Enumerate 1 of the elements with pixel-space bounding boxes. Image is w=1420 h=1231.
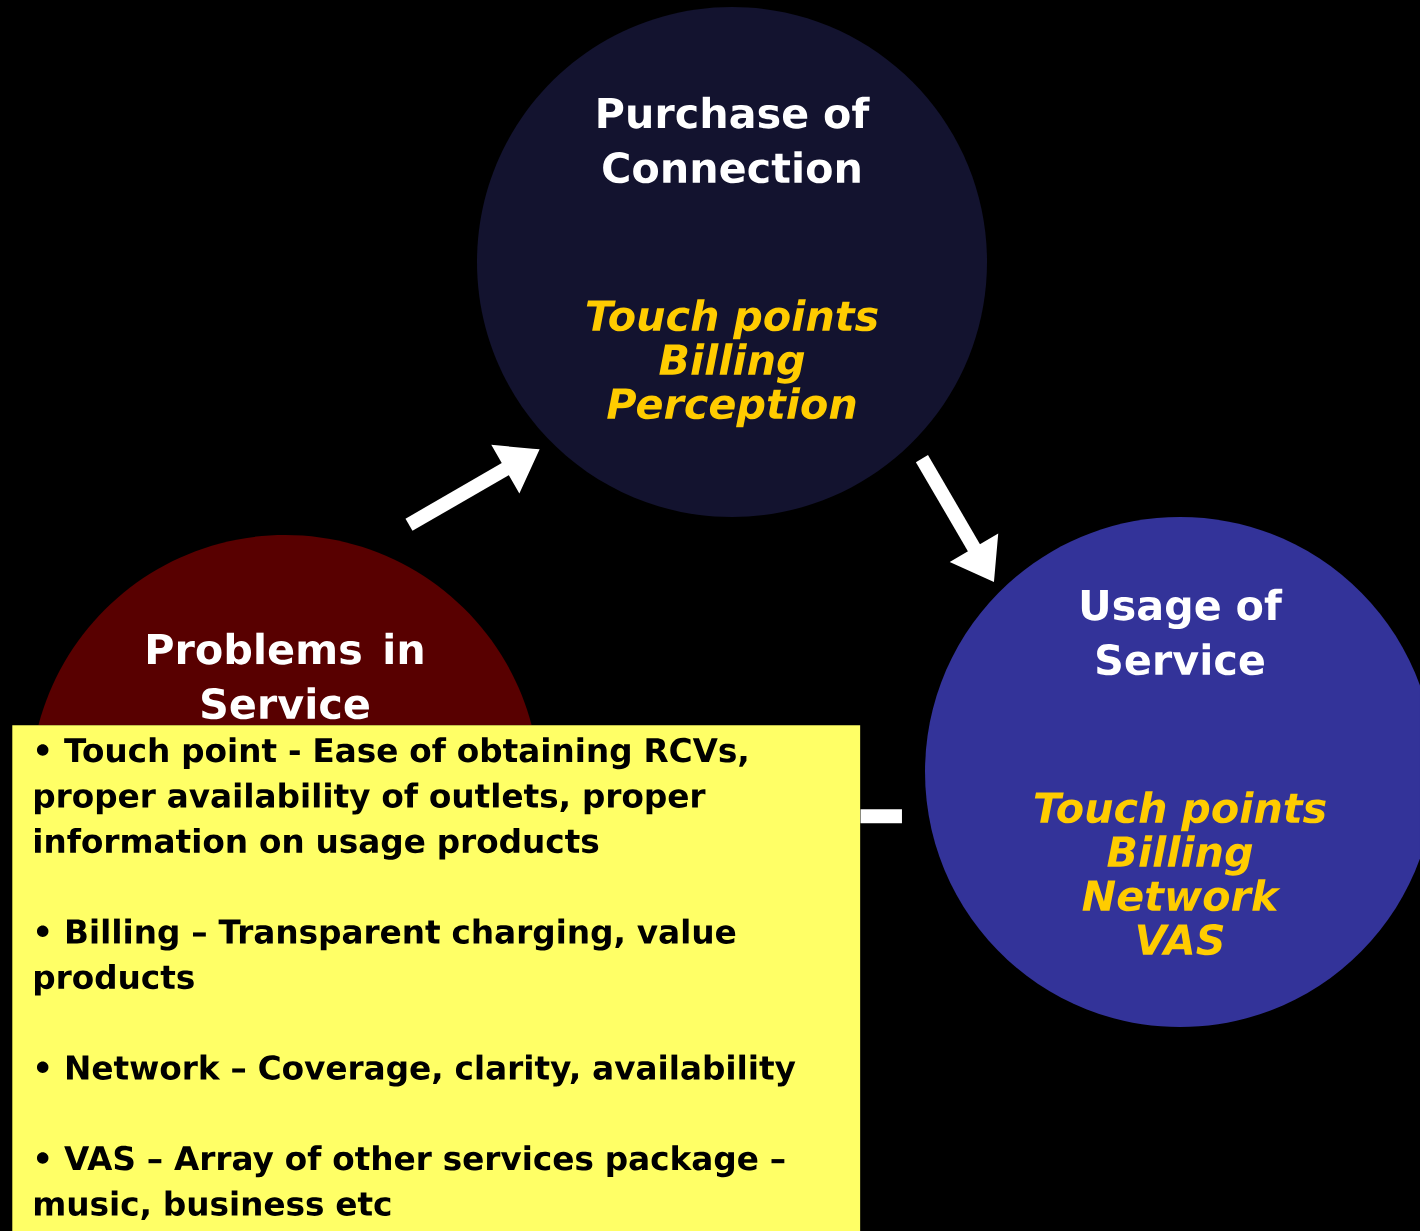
note-box: • Touch point - Ease of obtaining RCVs, proper availability of outlets, proper information on usage products • Billing – Transparent charging, value products • Network – Coverage, clarity, availability • VAS – Array of other services package – music, business etc bbox=[12, 725, 861, 1231]
